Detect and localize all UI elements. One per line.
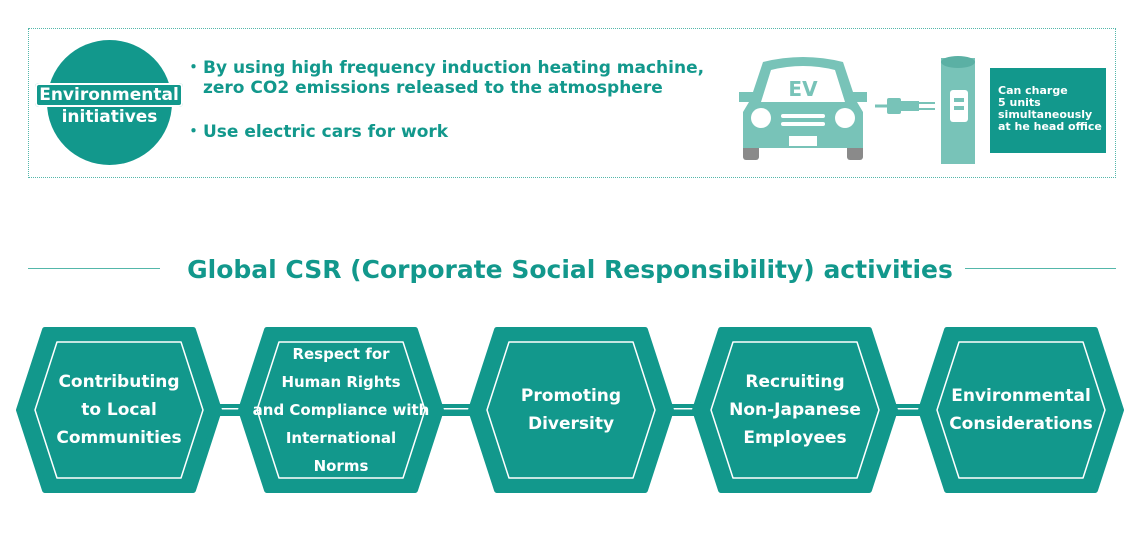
connector-line: [893, 408, 923, 410]
hexagon-inner-border: [34, 341, 204, 479]
title-divider-left: [28, 268, 160, 269]
csr-activity-line: Communities: [56, 428, 182, 448]
csr-activity-line: International: [285, 429, 397, 447]
environmental-initiatives-badge: Environmental initiatives: [35, 40, 183, 165]
ev-charging-illustration: EV: [739, 56, 975, 164]
bullet1-line2: zero CO2 emissions released to the atmos…: [203, 78, 663, 98]
connector-line: [439, 408, 473, 410]
csr-activity-line: and Compliance with: [252, 401, 430, 419]
csr-activity-line: Environmental: [951, 386, 1091, 406]
initiatives-list: ・ By using high frequency induction heat…: [185, 58, 745, 142]
csr-activity-line: Diversity: [527, 414, 615, 434]
csr-activity-line: Norms: [313, 457, 369, 475]
list-item: ・ By using high frequency induction heat…: [185, 58, 745, 98]
charging-note-line: Can charge: [998, 84, 1068, 97]
charging-station-icon: [941, 56, 975, 164]
hexagon-outer: [692, 327, 898, 493]
bullet-marker: ・: [185, 58, 202, 78]
hexagon-inner-border: [710, 341, 880, 479]
charging-note: Can charge 5 units simultaneously at he …: [990, 68, 1106, 153]
csr-activity-line: Non-Japanese: [729, 400, 861, 420]
connector-line: [669, 408, 697, 410]
hexagon-inner-border: [486, 341, 656, 479]
charging-note-line: simultaneously: [998, 108, 1093, 121]
hexagon-outer: [16, 327, 222, 493]
bullet1-line1: By using high frequency induction heatin…: [203, 58, 705, 78]
hexagon-outer: [238, 327, 444, 493]
title-divider-right: [965, 268, 1116, 269]
hexagon-connector: [893, 404, 923, 416]
hexagon-inner-border: [256, 341, 426, 479]
hexagon-outer: [918, 327, 1124, 493]
badge-label-line1: Environmental: [35, 83, 183, 107]
plug-icon: [875, 98, 935, 114]
bullet-marker: ・: [185, 122, 202, 142]
charging-note-line: 5 units: [998, 96, 1041, 109]
hexagon-connector: [669, 404, 697, 416]
csr-activity-line: Recruiting: [745, 372, 845, 392]
csr-activity-line: Respect for: [292, 345, 390, 363]
environmental-initiatives-panel: [28, 28, 1116, 178]
hexagon-connector: [217, 404, 243, 416]
badge-label-line2: initiatives: [61, 107, 158, 127]
connector-line: [217, 408, 243, 410]
csr-activity-line: Human Rights: [281, 373, 401, 391]
hexagon-connectors: [217, 404, 923, 416]
csr-title: Global CSR (Corporate Social Responsibil…: [187, 255, 953, 284]
list-item: ・ Use electric cars for work: [185, 122, 745, 142]
electric-car-icon: EV: [739, 57, 867, 160]
ev-label: EV: [788, 77, 818, 101]
charging-note-line: at he head office: [998, 120, 1102, 133]
csr-hexagon-chain: [16, 327, 1124, 493]
hexagon-connector: [439, 404, 473, 416]
csr-activity-line: to Local: [81, 400, 157, 420]
csr-activity-line: Considerations: [949, 414, 1093, 434]
csr-activity-line: Promoting: [520, 386, 622, 406]
csr-activity-line: Contributing: [58, 372, 180, 392]
bullet2-text: Use electric cars for work: [203, 122, 449, 142]
hexagon-outer: [468, 327, 674, 493]
hexagon-inner-border: [936, 341, 1106, 479]
hexagon-shapes: [16, 327, 1124, 493]
csr-activity-line: Employees: [743, 428, 847, 448]
